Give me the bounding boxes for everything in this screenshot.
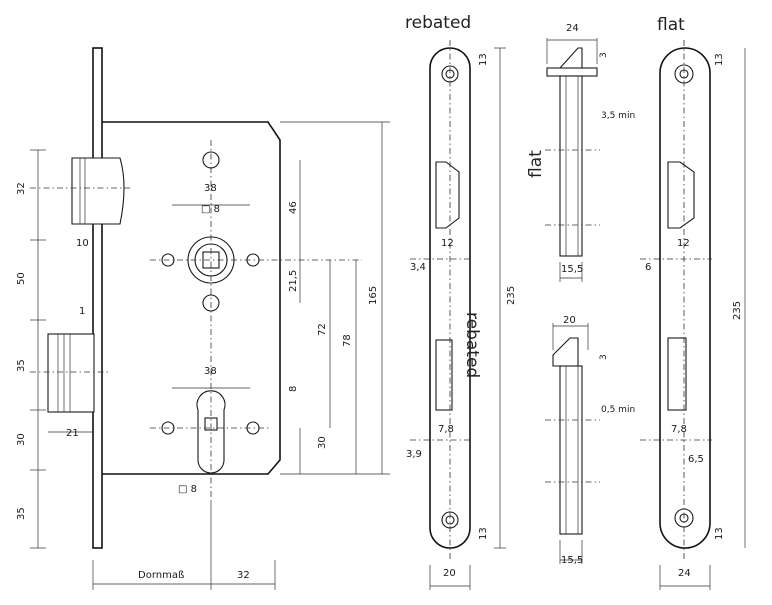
dim-30: 30 <box>317 436 328 449</box>
dim-21: 21 <box>66 428 79 439</box>
dim-46: 46 <box>288 201 299 214</box>
label-flat: flat <box>526 150 546 178</box>
dim-square-8: □ 8 <box>178 484 197 495</box>
dim-20: 20 <box>443 568 456 579</box>
flat-profile-body <box>559 75 583 257</box>
dim-13: 13 <box>478 53 489 66</box>
dim-13: 13 <box>714 53 725 66</box>
dim-20: 20 <box>563 315 576 326</box>
title-rebated: rebated <box>405 13 471 33</box>
dim-12: 12 <box>677 238 690 249</box>
flat-front-plate <box>546 67 598 77</box>
dim-13: 13 <box>478 527 489 540</box>
dim-dornmass: Dornmaß <box>138 570 184 581</box>
flat-faceplate-view: flat 13 12 6 235 7,8 6,5 13 24 <box>640 15 746 590</box>
latch-opening <box>667 161 695 229</box>
dim-0-5-min: 0,5 min <box>601 405 635 415</box>
flat-faceplate <box>659 47 711 549</box>
latch-opening <box>435 161 460 229</box>
profile-flat-view: 24 3 3,5 min 15,5 flat <box>526 23 635 282</box>
dim-3: 3 <box>599 52 609 58</box>
dim-1: 1 <box>79 306 85 317</box>
dim-8: 8 <box>288 386 299 392</box>
dim-78: 78 <box>342 334 353 347</box>
dim-30: 30 <box>16 433 27 446</box>
dim-10: 10 <box>76 238 89 249</box>
dim-165: 165 <box>368 286 379 305</box>
dim-3-4: 3,4 <box>410 262 426 273</box>
dim-235: 235 <box>506 286 517 305</box>
dead-bolt <box>47 333 95 413</box>
profile-rebated-view: 20 3 0,5 min 15,5 rebated <box>462 312 635 566</box>
dim-3-9: 3,9 <box>406 449 422 460</box>
dim-50: 50 <box>16 272 27 285</box>
dim-35: 35 <box>16 359 27 372</box>
lock-case <box>102 121 281 475</box>
dim-38: 38 <box>204 366 217 377</box>
dim-12: 12 <box>441 238 454 249</box>
dim-35: 35 <box>16 507 27 520</box>
dim-24: 24 <box>566 23 579 34</box>
rebated-latch-tip <box>552 337 579 367</box>
dim-21-5: 21,5 <box>288 270 299 292</box>
dim-32: 32 <box>237 570 250 581</box>
dim-7-8: 7,8 <box>438 424 454 435</box>
cylinder-cam <box>204 417 218 431</box>
dim-3: 3 <box>599 354 609 360</box>
dim-square-8: □ 8 <box>201 204 220 215</box>
flat-latch-tip <box>559 47 583 69</box>
dim-32: 32 <box>16 182 27 195</box>
rebated-profile-body <box>559 365 583 535</box>
title-flat: flat <box>657 15 685 35</box>
dim-24: 24 <box>678 568 691 579</box>
dim-15-5: 15,5 <box>561 264 583 275</box>
dim-235: 235 <box>732 301 743 320</box>
dim-3-5-min: 3,5 min <box>601 111 635 121</box>
rebated-faceplate-view: rebated 13 12 3,4 235 7,8 3,9 13 20 <box>405 13 517 590</box>
lock-body-view: 32 50 35 30 35 10 1 21 38 □ 8 46 21,5 72… <box>16 47 390 590</box>
dim-38: 38 <box>204 183 217 194</box>
cylinder-cutout <box>196 390 226 474</box>
bolt-opening <box>667 337 687 411</box>
bolt-opening <box>435 339 453 411</box>
dim-15-5: 15,5 <box>561 555 583 566</box>
dim-13: 13 <box>714 527 725 540</box>
lock-faceplate <box>92 47 103 549</box>
dim-6: 6 <box>645 262 651 273</box>
dim-72: 72 <box>317 323 328 336</box>
dim-7-8: 7,8 <box>671 424 687 435</box>
label-rebated: rebated <box>462 312 482 378</box>
dim-6-5: 6,5 <box>688 454 704 465</box>
